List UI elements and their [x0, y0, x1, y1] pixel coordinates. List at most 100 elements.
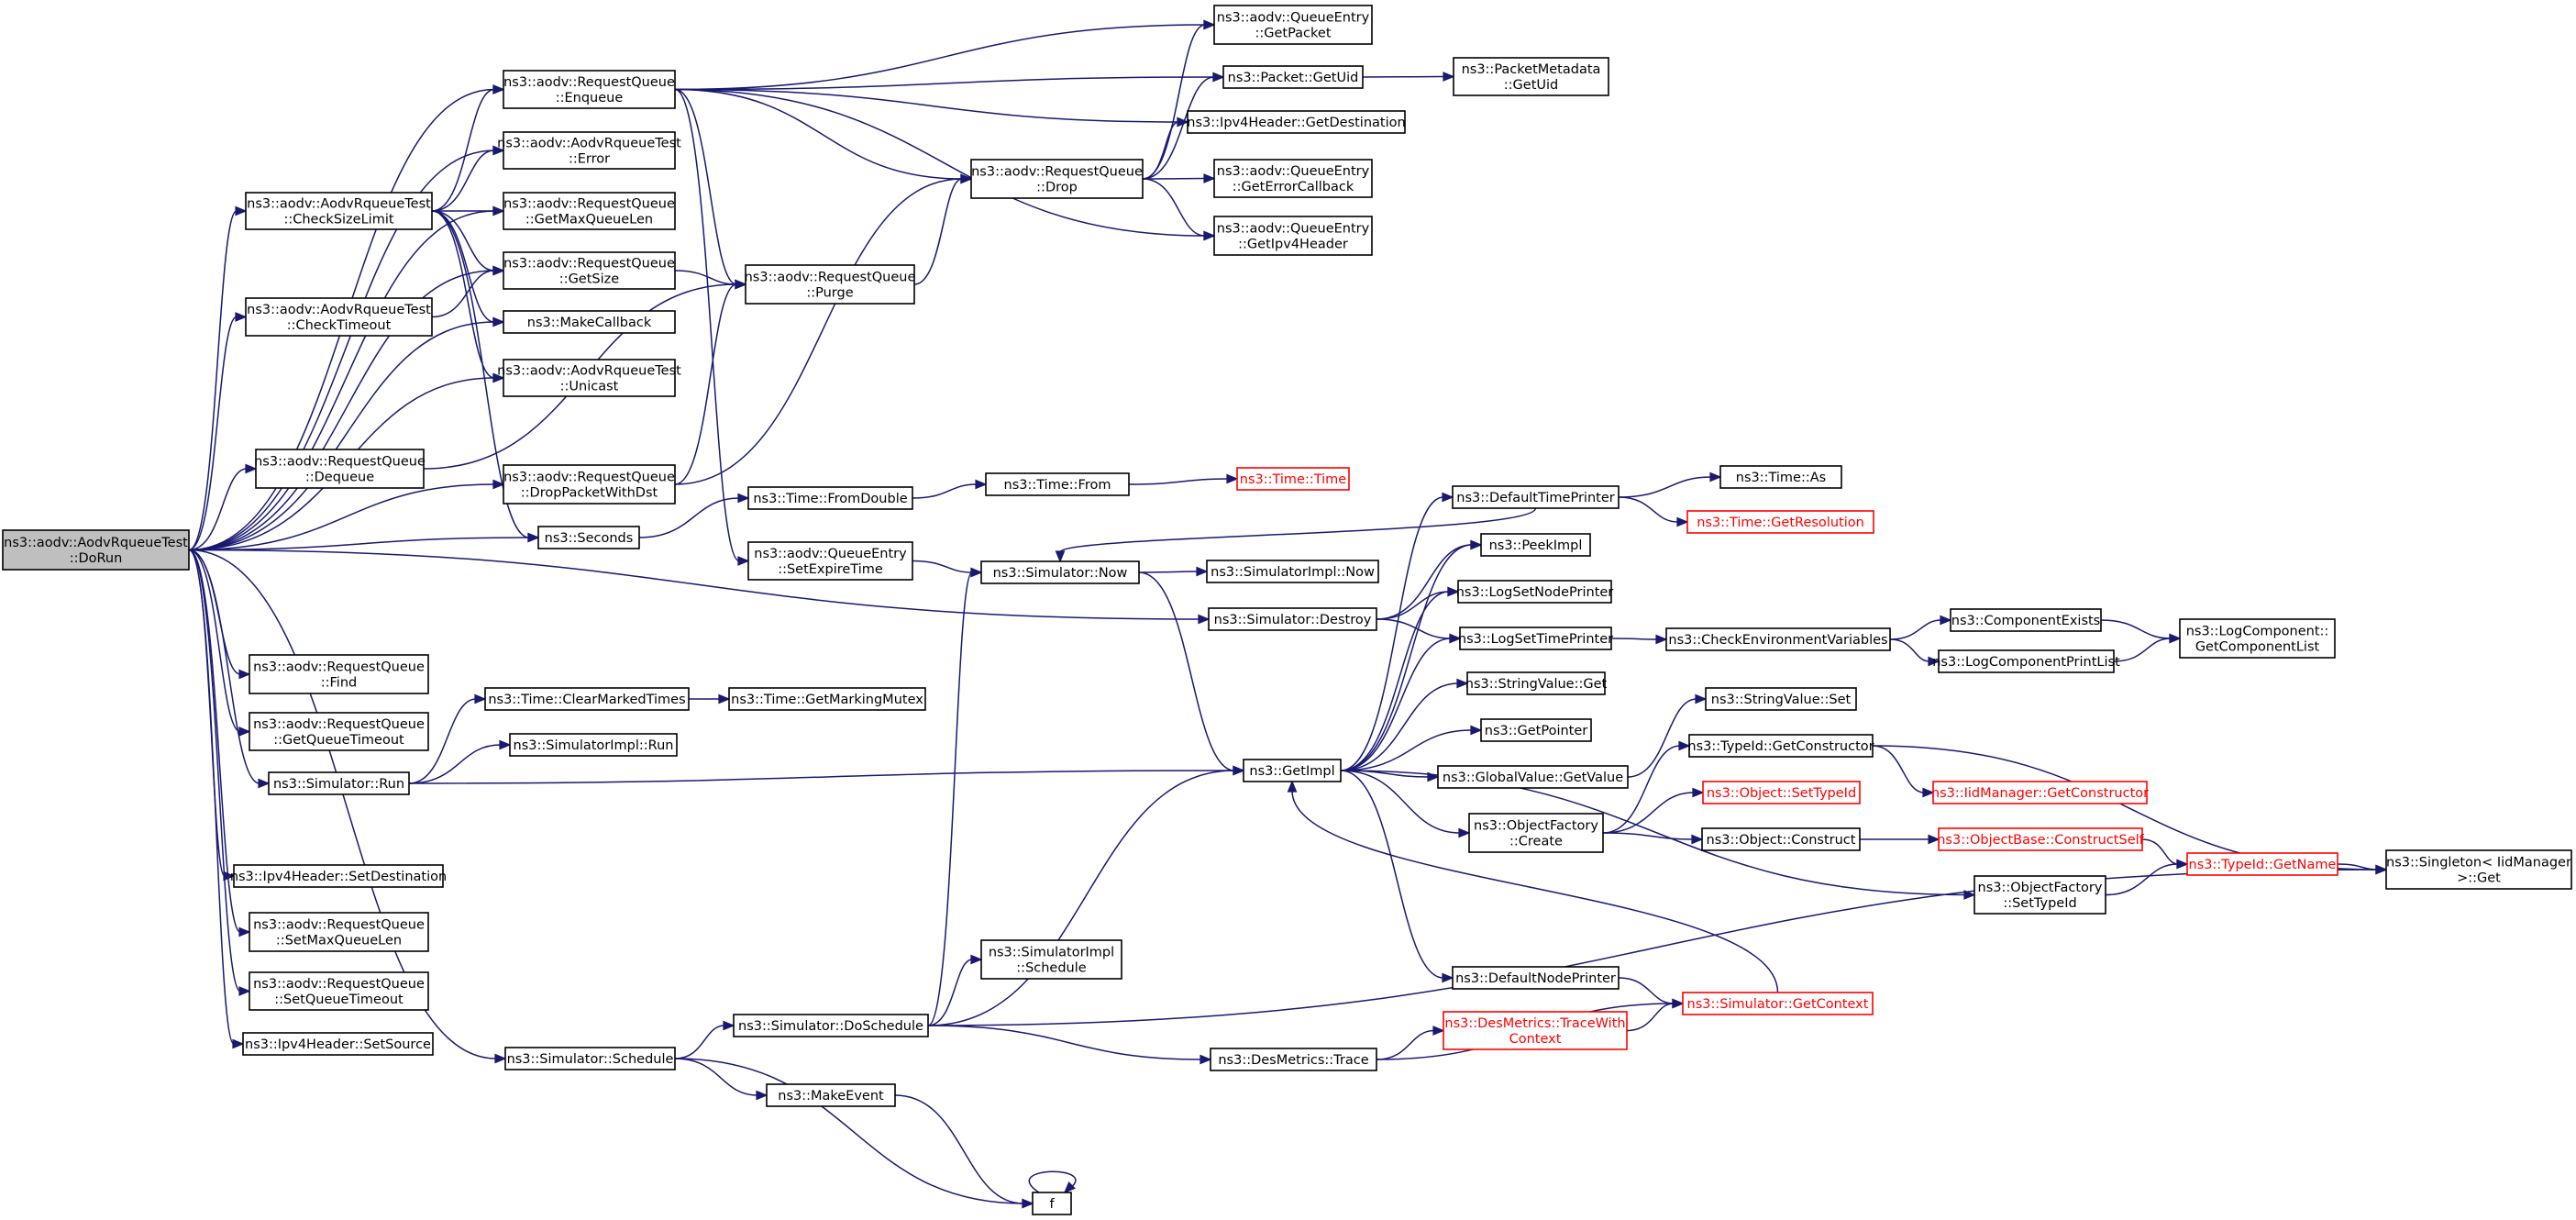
- node-sim-now[interactable]: ns3::Simulator::Now: [980, 560, 1140, 584]
- node-label: ns3::Time::Time: [1240, 472, 1347, 487]
- node-f[interactable]: f: [1032, 1192, 1072, 1215]
- node-object-base-construct-self[interactable]: ns3::ObjectBase::ConstructSelf: [1937, 827, 2145, 851]
- node-qeget-packet[interactable]: ns3::aodv::QueueEntry::GetPacket: [1213, 5, 1373, 45]
- node-drop-packet-with-dst[interactable]: ns3::aodv::RequestQueue::DropPacketWithD…: [503, 464, 676, 505]
- node-error[interactable]: ns3::aodv::AodvRqueueTest::Error: [497, 131, 681, 170]
- node-set-destination[interactable]: ns3::Ipv4Header::SetDestination: [230, 864, 447, 888]
- node-label: ns3::aodv::RequestQueue: [253, 977, 425, 992]
- node-global-value-get-value[interactable]: ns3::GlobalValue::GetValue: [1437, 765, 1629, 789]
- node-set-source[interactable]: ns3::Ipv4Header::SetSource: [242, 1032, 434, 1056]
- node-component-exists[interactable]: ns3::ComponentExists: [1950, 608, 2102, 632]
- node-ipv4-get-destination[interactable]: ns3::Ipv4Header::GetDestination: [1187, 110, 1406, 134]
- node-dequeue[interactable]: ns3::aodv::RequestQueue::Dequeue: [254, 449, 426, 489]
- node-string-value-get[interactable]: ns3::StringValue::Get: [1465, 671, 1608, 695]
- node-label: ns3::aodv::RequestQueue: [254, 455, 426, 470]
- node-box: [249, 712, 429, 751]
- node-check-size-limit[interactable]: ns3::aodv::AodvRqueueTest::CheckSizeLimi…: [245, 192, 433, 230]
- edge-line: [1602, 832, 1694, 840]
- edge-arrowhead: [492, 265, 505, 276]
- node-box: [537, 526, 640, 549]
- edge-arrowhead: [474, 693, 487, 704]
- node-time-as[interactable]: ns3::Time::As: [1719, 465, 1842, 489]
- node-type-id-get-name[interactable]: ns3::TypeId::GetName: [2186, 852, 2338, 876]
- node-time-from[interactable]: ns3::Time::From: [985, 472, 1130, 496]
- node-label: ns3::Ipv4Header::GetDestination: [1187, 116, 1405, 130]
- node-label: ns3::Time::As: [1736, 471, 1826, 485]
- node-schedule[interactable]: ns3::Simulator::Schedule: [504, 1047, 676, 1070]
- node-time-get-resolution[interactable]: ns3::Time::GetResolution: [1686, 510, 1874, 534]
- edge-line: [188, 549, 226, 877]
- node-sim-run[interactable]: ns3::Simulator::Run: [268, 771, 410, 795]
- edge-get-impl-to-log-set-node-printer: [1340, 586, 1460, 771]
- node-set-max-queue-len[interactable]: ns3::aodv::RequestQueue::SetMaxQueueLen: [249, 912, 429, 952]
- node-set-queue-timeout[interactable]: ns3::aodv::RequestQueue::SetQueueTimeout: [249, 971, 429, 1011]
- node-seconds[interactable]: ns3::Seconds: [537, 526, 640, 549]
- node-clear-marked-times[interactable]: ns3::Time::ClearMarkedTimes: [484, 687, 690, 711]
- node-time-time[interactable]: ns3::Time::Time: [1236, 467, 1350, 491]
- edge-line: [1889, 619, 1942, 640]
- node-label: ::GetQueueTimeout: [273, 733, 404, 748]
- node-from-double[interactable]: ns3::Time::FromDouble: [747, 486, 913, 510]
- edge-arrowhead: [1922, 787, 1935, 798]
- edge-do-run-to-set-queue-timeout: [188, 549, 251, 996]
- node-make-callback[interactable]: ns3::MakeCallback: [503, 310, 676, 334]
- edge-arrowhead: [970, 567, 983, 578]
- node-sim-destroy[interactable]: ns3::Simulator::Destroy: [1208, 607, 1377, 631]
- edge-line: [1340, 770, 1444, 979]
- node-string-value-set[interactable]: ns3::StringValue::Set: [1705, 687, 1857, 711]
- edge-do-run-to-sim-run: [188, 549, 271, 789]
- node-box: [1459, 627, 1612, 650]
- node-enqueue[interactable]: ns3::aodv::RequestQueue::Enqueue: [503, 70, 676, 109]
- node-packet-metadata-get-uid[interactable]: ns3::PacketMetadata::GetUid: [1453, 57, 1609, 96]
- node-get-max-queue-len[interactable]: ns3::aodv::RequestQueue::GetMaxQueueLen: [503, 192, 676, 230]
- node-log-component-print-list[interactable]: ns3::LogComponentPrintList: [1932, 649, 2120, 673]
- node-default-time-printer[interactable]: ns3::DefaultTimePrinter: [1452, 485, 1620, 509]
- node-type-id-get-constructor[interactable]: ns3::TypeId::GetConstructor: [1687, 734, 1874, 758]
- node-box: [985, 472, 1130, 496]
- node-check-timeout[interactable]: ns3::aodv::AodvRqueueTest::CheckTimeout: [245, 297, 433, 337]
- node-get-marking-mutex[interactable]: ns3::Time::GetMarkingMutex: [728, 687, 926, 711]
- edge-arrowhead: [1196, 566, 1209, 577]
- node-object-construct[interactable]: ns3::Object::Construct: [1701, 827, 1861, 851]
- node-object-factory-create[interactable]: ns3::ObjectFactory::Create: [1468, 813, 1604, 853]
- edge-sim-run-to-sim-impl-run: [408, 739, 512, 784]
- node-iid-get-constructor[interactable]: ns3::IidManager::GetConstructor: [1931, 781, 2149, 804]
- node-purge[interactable]: ns3::aodv::RequestQueue::Purge: [745, 264, 916, 305]
- node-set-expire-time[interactable]: ns3::aodv::QueueEntry::SetExpireTime: [747, 541, 913, 581]
- node-do-run[interactable]: ns3::aodv::AodvRqueueTest::DoRun: [2, 529, 190, 571]
- node-get-impl[interactable]: ns3::GetImpl: [1243, 759, 1342, 782]
- node-get-ipv4-header[interactable]: ns3::aodv::QueueEntry::GetIpv4Header: [1213, 216, 1373, 256]
- node-packet-get-uid[interactable]: ns3::Packet::GetUid: [1222, 65, 1364, 89]
- node-default-node-printer[interactable]: ns3::DefaultNodePrinter: [1452, 966, 1620, 990]
- edge-line: [1291, 790, 1779, 993]
- node-peek-impl[interactable]: ns3::PeekImpl: [1480, 533, 1591, 557]
- edge-arrowhead: [1709, 471, 1722, 482]
- node-get-pointer[interactable]: ns3::GetPointer: [1480, 718, 1592, 742]
- node-get-size[interactable]: ns3::aodv::RequestQueue::GetSize: [503, 251, 676, 290]
- node-get-queue-timeout[interactable]: ns3::aodv::RequestQueue::GetQueueTimeout: [249, 712, 429, 751]
- node-make-event[interactable]: ns3::MakeEvent: [766, 1083, 896, 1107]
- node-singleton-get[interactable]: ns3::Singleton< IidManager >::Get: [2385, 849, 2572, 890]
- node-object-set-type-id[interactable]: ns3::Object::SetTypeId: [1702, 781, 1861, 804]
- edge-arrowhead: [1672, 998, 1685, 1009]
- node-des-trace[interactable]: ns3::DesMetrics::Trace: [1210, 1048, 1377, 1071]
- node-unicast[interactable]: ns3::aodv::AodvRqueueTest::Unicast: [497, 359, 681, 397]
- node-find[interactable]: ns3::aodv::RequestQueue::Find: [249, 654, 429, 694]
- edge-arrowhead: [1676, 516, 1689, 527]
- node-drop[interactable]: ns3::aodv::RequestQueue::Drop: [970, 159, 1144, 199]
- edge-line: [1138, 571, 1199, 573]
- node-sim-impl-run[interactable]: ns3::SimulatorImpl::Run: [509, 733, 678, 757]
- node-get-component-list[interactable]: ns3::LogComponent::GetComponentList: [2179, 618, 2336, 659]
- node-check-env-vars[interactable]: ns3::CheckEnvironmentVariables: [1665, 627, 1891, 651]
- node-box: [1702, 781, 1861, 804]
- edge-arrowhead: [492, 145, 505, 156]
- node-log-set-time-printer[interactable]: ns3::LogSetTimePrinter: [1458, 627, 1613, 650]
- node-sim-get-context[interactable]: ns3::Simulator::GetContext: [1682, 992, 1874, 1015]
- node-sim-impl-now[interactable]: ns3::SimulatorImpl::Now: [1206, 560, 1379, 583]
- node-object-factory-set-type-id[interactable]: ns3::ObjectFactory::SetTypeId: [1973, 875, 2106, 915]
- node-sim-impl-schedule[interactable]: ns3::SimulatorImpl::Schedule: [980, 939, 1122, 980]
- node-do-schedule[interactable]: ns3::Simulator::DoSchedule: [733, 1014, 929, 1037]
- node-log-set-node-printer[interactable]: ns3::LogSetNodePrinter: [1456, 580, 1614, 604]
- node-get-error-callback[interactable]: ns3::aodv::QueueEntry::GetErrorCallback: [1213, 159, 1373, 198]
